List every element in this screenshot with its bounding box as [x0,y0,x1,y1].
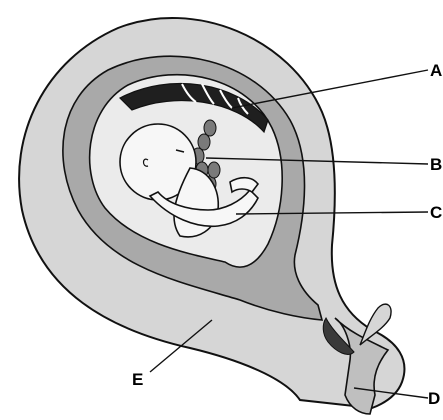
label-d: D [428,389,440,408]
label-c: C [430,203,442,222]
label-e: E [132,370,143,389]
label-b: B [430,155,442,174]
label-a: A [430,61,442,80]
